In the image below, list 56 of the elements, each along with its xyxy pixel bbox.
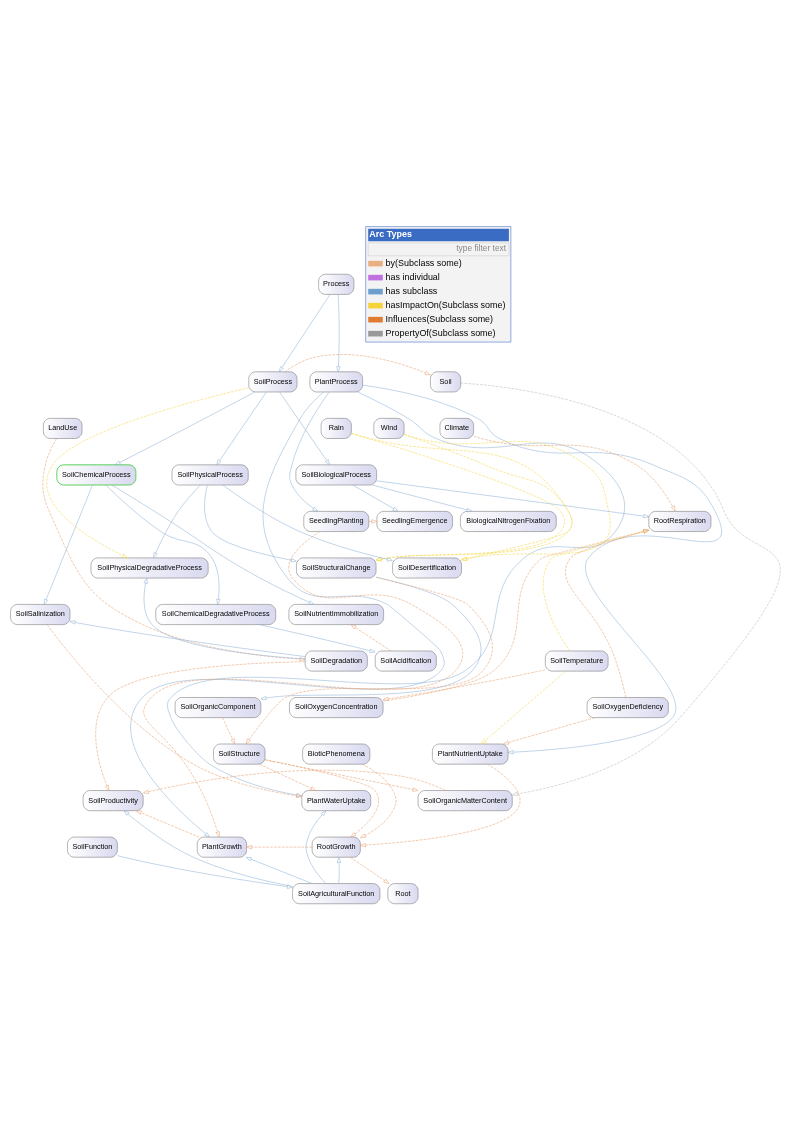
arrow (130, 391, 445, 837)
legend-label: hasImpactOn(Subclass some) (385, 299, 506, 310)
arrow (350, 623, 392, 651)
arrow (278, 293, 331, 372)
legend-label: has individual (385, 271, 440, 282)
arrow (258, 623, 376, 653)
arrow (117, 854, 293, 889)
arrow (350, 856, 390, 884)
arrow (204, 484, 297, 562)
legend-label: PropertyOf(Subclass some) (385, 327, 496, 338)
arrow (245, 856, 313, 884)
arrow (264, 758, 379, 837)
arrow (403, 433, 611, 561)
arrow (42, 437, 306, 661)
arrow (362, 384, 722, 754)
arrow (111, 484, 315, 605)
arrow (135, 810, 200, 837)
arrow (143, 577, 306, 659)
arrow (105, 484, 221, 605)
arrow (473, 435, 676, 511)
arrow (289, 391, 330, 511)
arrow (481, 670, 566, 744)
arrow (360, 763, 397, 838)
arrow (368, 518, 378, 523)
arrow (114, 391, 256, 465)
arrow (305, 809, 327, 884)
label: Arc Types (369, 228, 412, 239)
arrow (382, 669, 546, 701)
arrow (279, 391, 330, 465)
arrow (360, 763, 521, 847)
arrow (43, 484, 93, 605)
arrow (260, 576, 482, 700)
arrow (143, 769, 446, 794)
arrow (216, 391, 267, 465)
label: type filter text (456, 242, 507, 253)
arrow (245, 576, 493, 744)
legend-label: by(Subclass some) (385, 257, 462, 268)
arrow (69, 619, 306, 657)
arrow (336, 293, 341, 372)
arrow (95, 660, 306, 791)
arrow (337, 856, 342, 884)
arrow (46, 387, 250, 558)
arrow (153, 484, 201, 558)
legend-label: has subclass (385, 285, 438, 296)
legend-label: Influences(Subclass some) (385, 313, 494, 324)
arrow (352, 484, 399, 512)
arrow (264, 759, 419, 792)
arrow (123, 810, 293, 887)
arrow (222, 484, 393, 561)
arrow (372, 484, 473, 512)
arrow (246, 844, 313, 849)
arrow (222, 716, 236, 744)
arrow (259, 763, 317, 791)
arrow (376, 480, 649, 518)
arrow (284, 353, 431, 375)
arrow (503, 716, 595, 745)
